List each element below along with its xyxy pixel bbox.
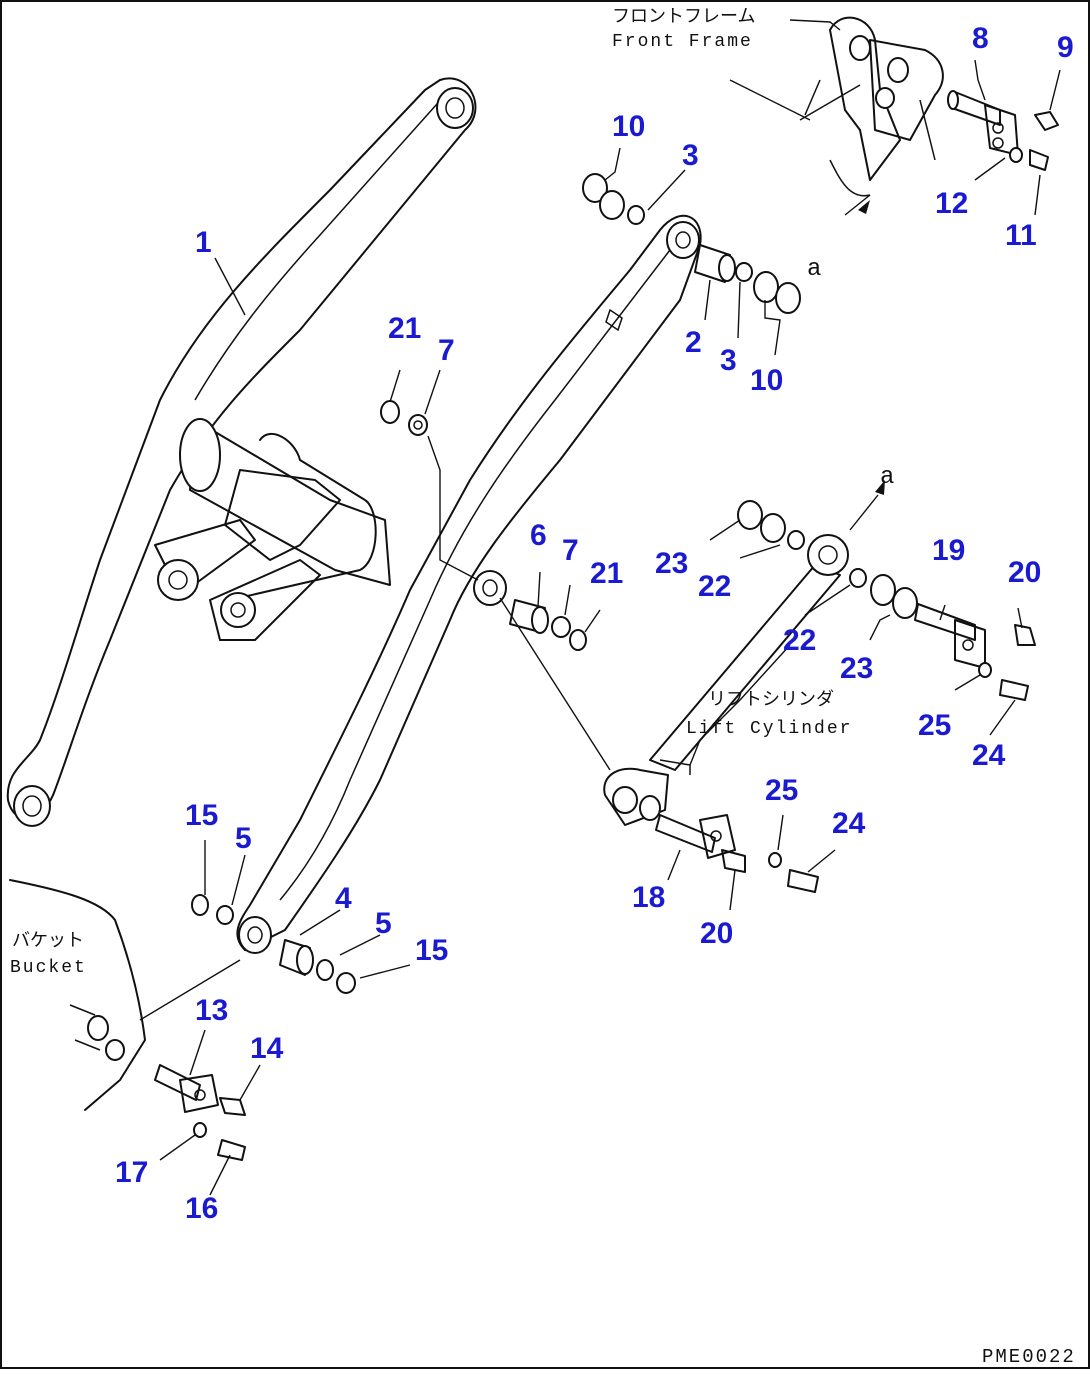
top-joint-parts <box>582 173 801 314</box>
figure-code: PME0022 <box>982 1346 1076 1368</box>
callout-20: 20 <box>700 917 733 950</box>
callout-13: 13 <box>195 994 228 1027</box>
callout-17: 17 <box>115 1156 148 1189</box>
lift-arm-right <box>236 214 702 954</box>
bucket-joint-parts <box>191 894 356 994</box>
callout-10: 10 <box>612 110 645 143</box>
callout-6: 6 <box>530 519 547 552</box>
lift-cylinder <box>603 534 849 826</box>
callout-23: 23 <box>655 547 688 580</box>
callout-8: 8 <box>972 22 989 55</box>
bucket-label-jp: バケット <box>12 930 84 951</box>
callout-21: 21 <box>590 557 623 590</box>
callout-3: 3 <box>682 139 699 172</box>
callout-16: 16 <box>185 1192 218 1225</box>
front-frame-label-jp: フロントフレーム <box>612 6 755 27</box>
bucket-label-en: Bucket <box>10 958 87 978</box>
bucket <box>9 879 146 1111</box>
ref-arrow-mid <box>875 480 885 495</box>
callout-11: 11 <box>1005 219 1037 252</box>
callout-numbers: 1 2 3 3 4 5 5 6 7 7 8 9 10 10 11 12 13 1… <box>115 22 1074 1225</box>
callout-22: 22 <box>783 624 816 657</box>
callout-20: 20 <box>1008 556 1041 589</box>
cross-tube <box>154 418 391 641</box>
bucket-pin-parts <box>154 1064 246 1161</box>
callout-14: 14 <box>250 1032 284 1065</box>
callout-24: 24 <box>972 739 1006 772</box>
callout-7: 7 <box>562 534 579 567</box>
lift-cylinder-label-en: Lift Cylinder <box>686 719 852 739</box>
callout-1: 1 <box>195 226 212 259</box>
callout-25: 25 <box>765 774 798 807</box>
callout-23: 23 <box>840 652 873 685</box>
cylinder-bottom-parts <box>655 814 819 893</box>
callout-2: 2 <box>685 326 702 359</box>
callout-12: 12 <box>935 187 968 220</box>
callout-15: 15 <box>415 934 448 967</box>
callout-5: 5 <box>235 822 252 855</box>
callout-22: 22 <box>698 570 731 603</box>
callout-7: 7 <box>438 334 455 367</box>
cylinder-head-parts <box>737 500 1036 701</box>
mid-joint-parts <box>380 400 587 651</box>
lift-cylinder-label-jp: リフトシリンダ <box>708 689 834 710</box>
front-frame-label-en: Front Frame <box>612 32 753 52</box>
ref-a-mid: a <box>880 464 896 491</box>
front-frame <box>799 16 944 197</box>
callout-24: 24 <box>832 807 866 840</box>
pin-8-assembly <box>947 90 1059 171</box>
callout-5: 5 <box>375 907 392 940</box>
callout-21: 21 <box>388 312 421 345</box>
ref-arrow-top <box>858 200 870 214</box>
callout-15: 15 <box>185 799 218 832</box>
callout-3: 3 <box>720 344 737 377</box>
callout-10: 10 <box>750 364 783 397</box>
leader-lines <box>139 19 1061 1196</box>
lift-arm-left <box>6 77 477 827</box>
callout-4: 4 <box>335 882 352 915</box>
callout-19: 19 <box>932 534 965 567</box>
callout-25: 25 <box>918 709 951 742</box>
ref-a-top: a <box>807 256 823 283</box>
callout-18: 18 <box>632 881 665 914</box>
callout-9: 9 <box>1057 31 1074 64</box>
